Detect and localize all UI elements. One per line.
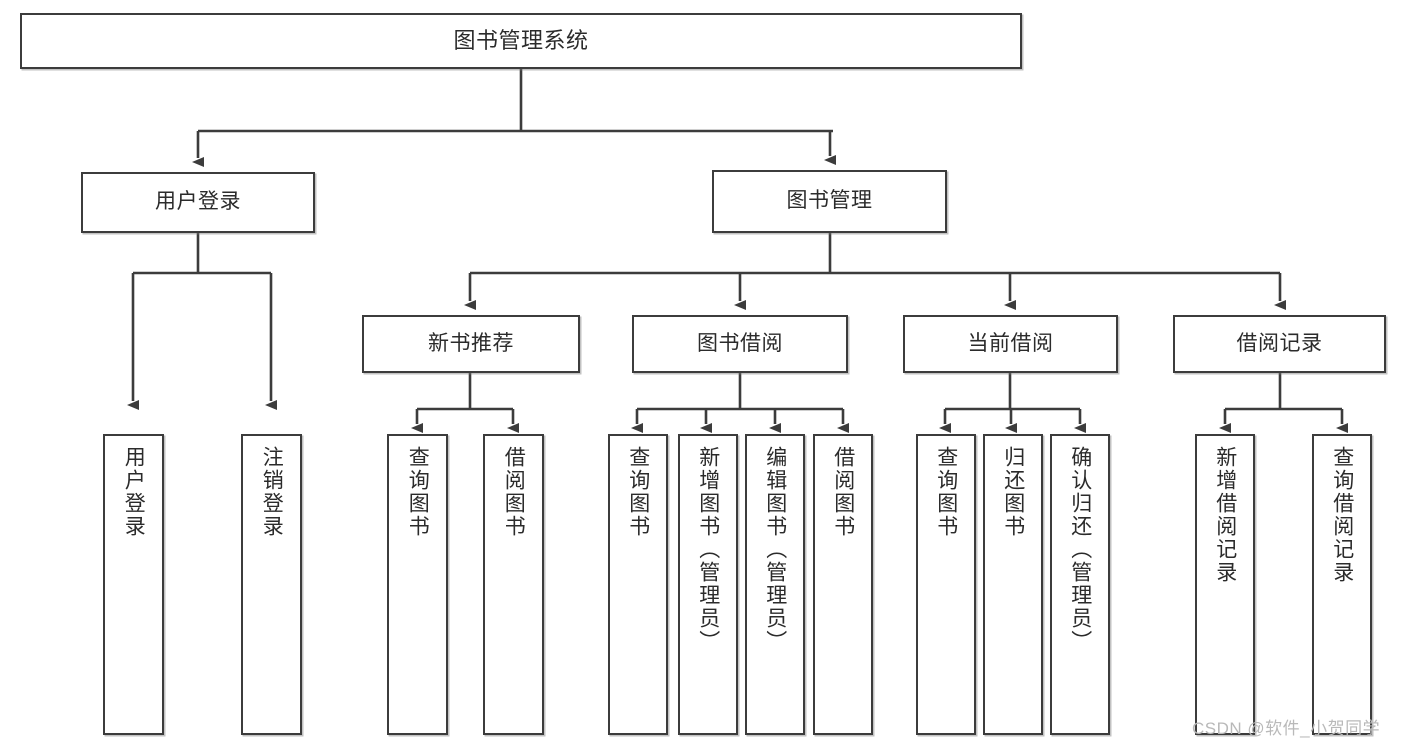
node-borrow-record[interactable]: 借阅记录 [1173, 315, 1386, 373]
node-leaf-bb-query-book-label: 查询图书 [626, 446, 650, 538]
node-leaf-bb-edit-book-label: 编辑图书（管理员） [763, 446, 787, 653]
node-book-management-label: 图书管理 [786, 189, 873, 213]
node-borrow-record-label: 借阅记录 [1236, 331, 1323, 355]
node-leaf-nb-borrow-book[interactable]: 借阅图书 [483, 434, 544, 735]
node-leaf-bb-borrow-book-label: 借阅图书 [831, 446, 855, 538]
node-new-book-recommend-label: 新书推荐 [428, 331, 514, 355]
node-leaf-cb-return-book-label: 归还图书 [1001, 446, 1025, 538]
node-book-borrow[interactable]: 图书借阅 [632, 315, 848, 373]
node-leaf-nb-borrow-book-label: 借阅图书 [502, 446, 526, 538]
node-new-book-recommend[interactable]: 新书推荐 [362, 315, 580, 373]
node-leaf-cb-return-book[interactable]: 归还图书 [983, 434, 1043, 735]
node-current-borrow[interactable]: 当前借阅 [903, 315, 1118, 373]
node-leaf-bb-query-book[interactable]: 查询图书 [608, 434, 668, 735]
node-book-management[interactable]: 图书管理 [712, 170, 947, 233]
node-root-book-management-system[interactable]: 图书管理系统 [20, 13, 1022, 69]
node-leaf-cb-query-book-label: 查询图书 [934, 446, 958, 538]
node-leaf-cb-confirm-return[interactable]: 确认归还（管理员） [1050, 434, 1110, 735]
node-root-label: 图书管理系统 [453, 28, 589, 54]
node-leaf-bb-add-book-label: 新增图书（管理员） [696, 446, 720, 653]
node-leaf-cb-query-book[interactable]: 查询图书 [916, 434, 976, 735]
node-leaf-user-login-label: 用户登录 [122, 446, 146, 538]
node-leaf-user-login[interactable]: 用户登录 [103, 434, 164, 735]
node-user-login-label: 用户登录 [155, 190, 241, 214]
node-current-borrow-label: 当前借阅 [967, 331, 1054, 355]
node-leaf-nb-query-book[interactable]: 查询图书 [387, 434, 448, 735]
node-leaf-nb-query-book-label: 查询图书 [406, 446, 430, 538]
node-user-login[interactable]: 用户登录 [81, 172, 315, 233]
node-leaf-logout-label: 注销登录 [260, 446, 284, 538]
node-leaf-br-add-record-label: 新增借阅记录 [1213, 446, 1237, 584]
node-leaf-bb-edit-book[interactable]: 编辑图书（管理员） [745, 434, 805, 735]
node-leaf-bb-add-book[interactable]: 新增图书（管理员） [678, 434, 738, 735]
node-leaf-br-query-record[interactable]: 查询借阅记录 [1312, 434, 1372, 735]
node-leaf-bb-borrow-book[interactable]: 借阅图书 [813, 434, 873, 735]
node-leaf-logout[interactable]: 注销登录 [241, 434, 302, 735]
node-leaf-br-add-record[interactable]: 新增借阅记录 [1195, 434, 1255, 735]
node-leaf-cb-confirm-return-label: 确认归还（管理员） [1068, 446, 1092, 653]
csdn-watermark: CSDN @软件_小贺同学 [1192, 719, 1381, 738]
node-leaf-br-query-record-label: 查询借阅记录 [1330, 446, 1354, 584]
node-book-borrow-label: 图书借阅 [697, 331, 783, 355]
